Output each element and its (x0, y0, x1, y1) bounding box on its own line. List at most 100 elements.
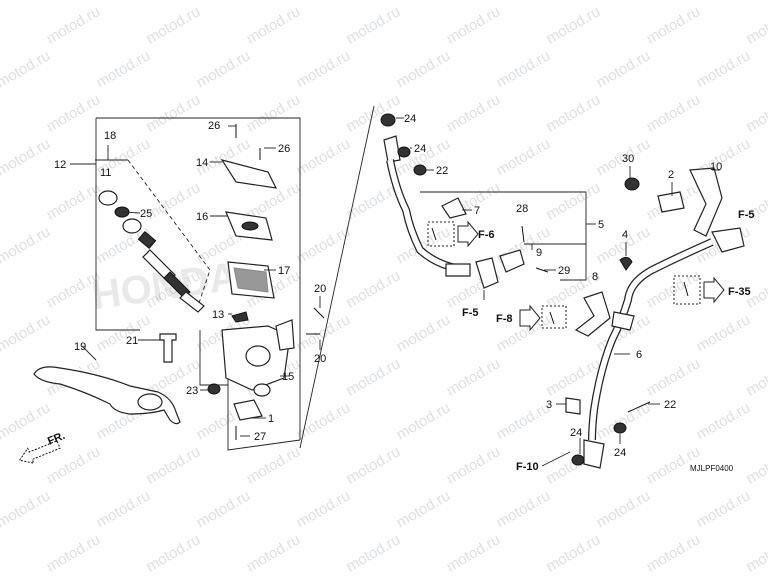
clamp-2 (657, 191, 685, 213)
brake-hose-lower-group (541, 166, 745, 469)
bracket-9 (499, 249, 525, 273)
diagonal-separator (299, 105, 375, 449)
watermark-text: motod.ru (0, 223, 53, 267)
clip-3 (565, 397, 581, 415)
label-part-1: 1 (268, 413, 274, 425)
watermark-text: motod.ru (494, 0, 554, 3)
leader-25 (121, 211, 141, 214)
ref-label-f5-mid: F-5 (462, 307, 479, 319)
watermark-text: motod.ru (294, 0, 354, 3)
bracket-8 (574, 291, 611, 337)
watermark-text: motod.ru (94, 47, 154, 91)
watermark-text: motod.ru (694, 487, 754, 531)
watermark-text: motod.ru (594, 487, 654, 531)
label-part-27: 27 (254, 431, 266, 443)
hose-fitting-top (383, 135, 401, 163)
watermark-text: motod.ru (544, 3, 604, 47)
watermark-text: motod.ru (94, 311, 154, 355)
watermark-text: motod.ru (0, 311, 53, 355)
plate-hole (241, 221, 259, 231)
watermark-text: motod.ru (394, 311, 454, 355)
watermark-text: motod.ru (144, 179, 204, 223)
ref-label-f5-right: F-5 (738, 209, 755, 221)
watermark-text: motod.ru (294, 47, 354, 91)
watermark-text: motod.ru (644, 531, 704, 575)
watermark-text: motod.ru (444, 355, 504, 399)
bolt-f6 (431, 227, 437, 241)
watermark-text: motod.ru (644, 3, 704, 47)
seal-part (122, 218, 142, 234)
label-part-5: 5 (598, 219, 604, 231)
watermark-text: motod.ru (594, 47, 654, 91)
bolt-22-top (413, 164, 427, 176)
watermark-text: motod.ru (244, 91, 304, 135)
group-5-frame (420, 191, 587, 281)
watermark-text: motod.ru (594, 0, 654, 3)
piston-cup-part (98, 190, 118, 206)
watermark-text: motod.ru (144, 443, 204, 487)
watermark-text: motod.ru (344, 443, 404, 487)
label-part-21: 21 (126, 335, 138, 347)
watermark-text: motod.ru (444, 3, 504, 47)
watermark-text: motod.ru (544, 91, 604, 135)
ref-label-f10: F-10 (516, 461, 539, 473)
cylinder-clamp-tab (275, 319, 295, 351)
clip-13 (231, 311, 249, 323)
pivot-nut-23 (207, 383, 221, 395)
washer-24-bottom (571, 454, 585, 466)
watermark-text: motod.ru (0, 91, 3, 135)
watermark-text: motod.ru (394, 487, 454, 531)
brake-hose-upper-group (380, 113, 611, 337)
label-part-4: 4 (622, 229, 628, 241)
washer-24-top (380, 113, 396, 127)
banjo-fitting (253, 383, 271, 397)
leader-f10 (541, 451, 571, 467)
ref-label-f8: F-8 (496, 313, 513, 325)
watermark-text: motod.ru (144, 531, 204, 575)
watermark-text: motod.ru (244, 3, 304, 47)
watermark-text: motod.ru (494, 487, 554, 531)
watermark-text: motod.ru (244, 443, 304, 487)
label-part-29: 29 (558, 265, 570, 277)
watermark-text: motod.ru (494, 399, 554, 443)
ref-arrow-f6 (427, 220, 479, 248)
label-part-10: 10 (710, 161, 722, 173)
label-part-16: 16 (196, 211, 208, 223)
watermark-text: motod.ru (444, 91, 504, 135)
front-direction-arrow (18, 440, 61, 464)
washer-24-mid (397, 146, 411, 158)
label-part-20-bottom: 20 (314, 353, 326, 365)
watermark-text: motod.ru (0, 531, 3, 575)
watermark-text: motod.ru (744, 91, 768, 135)
pivot-bolt-21 (159, 333, 177, 363)
label-part-3: 3 (546, 399, 552, 411)
bolt-29 (535, 267, 549, 273)
washer-part (137, 230, 157, 250)
watermark-text: motod.ru (494, 135, 554, 179)
group-18-dash (127, 159, 211, 307)
watermark-text: motod.ru (294, 487, 354, 531)
cylinder-port (245, 345, 271, 367)
label-part-18: 18 (104, 130, 116, 142)
watermark-text: motod.ru (44, 3, 104, 47)
bolt-28 (521, 225, 525, 243)
watermark-text: motod.ru (394, 47, 454, 91)
watermark-text: motod.ru (644, 355, 704, 399)
label-part-6: 6 (636, 349, 642, 361)
label-part-24-top: 24 (404, 113, 416, 125)
holder-1 (233, 399, 263, 421)
watermark-text: motod.ru (44, 531, 104, 575)
group-12-frame (95, 118, 140, 331)
watermark-text: motod.ru (444, 443, 504, 487)
watermark-text: motod.ru (494, 47, 554, 91)
clamp-7 (441, 197, 467, 219)
label-part-22-top: 22 (436, 165, 448, 177)
label-part-17: 17 (278, 265, 290, 277)
watermark-text: motod.ru (694, 399, 754, 443)
label-part-7: 7 (474, 205, 480, 217)
watermark-text: motod.ru (144, 3, 204, 47)
label-part-24-bottom: 24 (570, 427, 582, 439)
watermark-text: motod.ru (694, 311, 754, 355)
reservoir-cap-14 (220, 159, 278, 189)
